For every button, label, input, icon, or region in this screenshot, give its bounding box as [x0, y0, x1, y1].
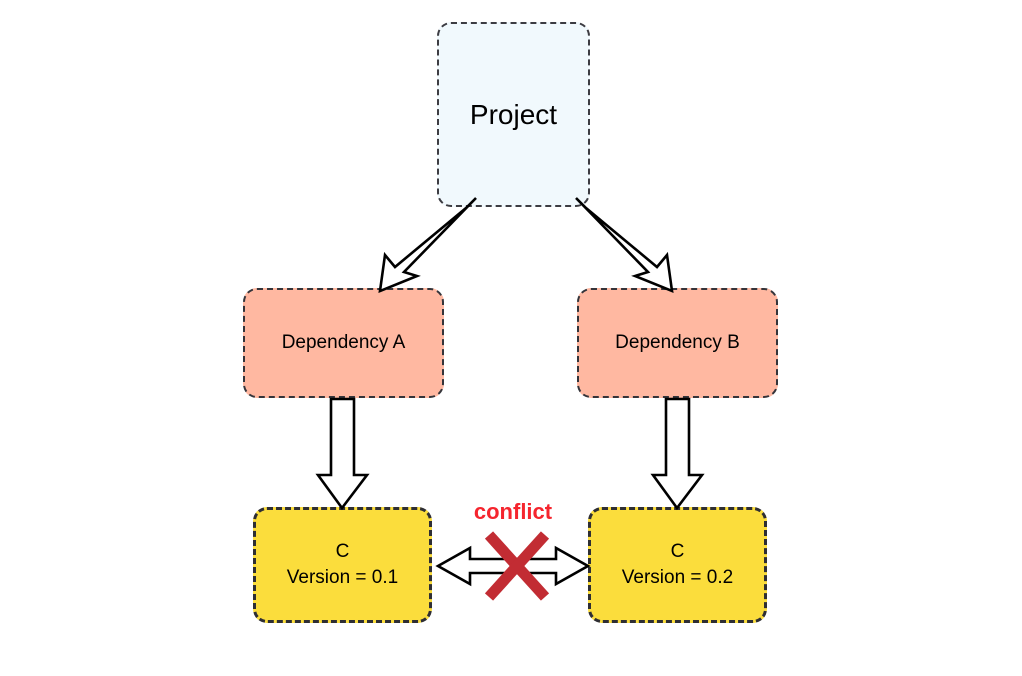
cross-icon — [484, 531, 550, 601]
arrow-conflict-double-headed — [435, 545, 591, 587]
node-dependency-a: Dependency A — [243, 288, 444, 398]
arrow-project-to-dependency-b — [575, 197, 674, 294]
node-project-label: Project — [469, 98, 558, 130]
node-dependency-b-label: Dependency B — [615, 331, 740, 353]
node-project: Project — [437, 22, 590, 207]
node-c-left-version: Version = 0.1 — [286, 567, 399, 588]
arrow-dependency-a-to-c-left — [315, 397, 370, 511]
arrow-dependency-b-to-c-right — [650, 397, 705, 511]
conflict-label: conflict — [473, 499, 553, 524]
node-c-left-name: C — [335, 540, 350, 562]
node-c-right-name: C — [670, 540, 685, 562]
arrow-project-to-dependency-a — [378, 197, 477, 294]
node-dependency-a-label: Dependency A — [281, 331, 406, 353]
node-c-right: C Version = 0.2 — [588, 507, 767, 623]
node-c-left: C Version = 0.1 — [253, 507, 432, 623]
node-dependency-b: Dependency B — [577, 288, 778, 398]
node-c-right-version: Version = 0.2 — [621, 567, 734, 588]
